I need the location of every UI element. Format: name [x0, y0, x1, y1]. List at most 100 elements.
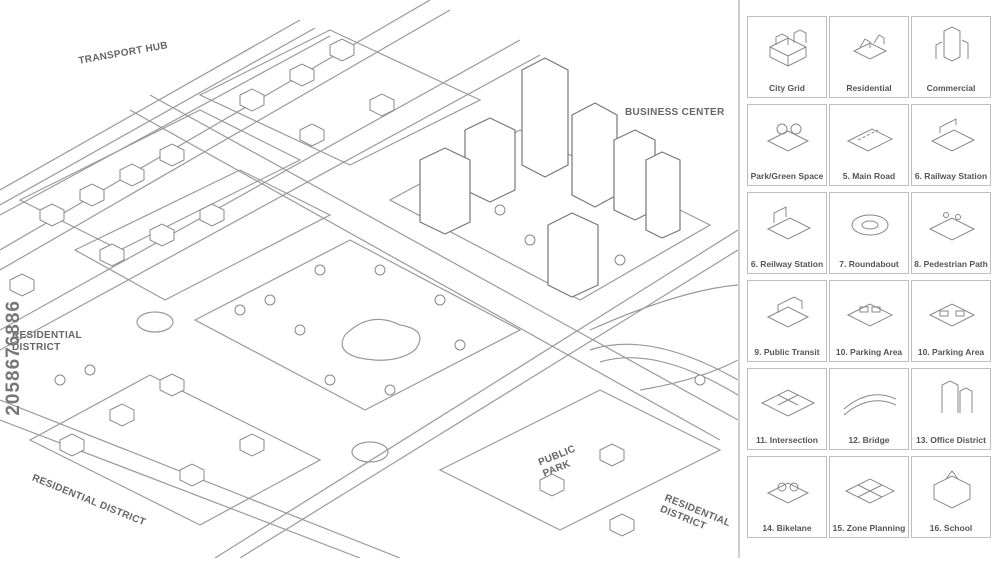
- park-block: [438, 389, 722, 531]
- residential-icon: [852, 34, 888, 60]
- legend-tile: 14. Bikelane: [747, 456, 827, 538]
- parking-area-icon: [846, 303, 894, 327]
- pond: [341, 318, 421, 361]
- legend-tile-caption: 6. Railway Station: [914, 171, 988, 181]
- isometric-city-map: TRANSPORT HUB BUSINESS CENTER RESIDENTIA…: [0, 0, 739, 559]
- legend-tile-caption: Residential: [846, 83, 892, 93]
- legend-tile: 8. Pedestrian Path: [911, 192, 991, 274]
- legend-tile: 12. Bridge: [829, 368, 909, 450]
- tree: [384, 384, 396, 396]
- legend-tile-caption: 10. Parking Area: [835, 347, 903, 357]
- main-road: [129, 94, 739, 441]
- main-road-icon: [846, 128, 894, 152]
- house: [239, 88, 265, 112]
- tree: [314, 264, 326, 276]
- school-icon: [933, 470, 971, 509]
- house: [119, 163, 145, 187]
- legend-tile: 16. School: [911, 456, 991, 538]
- house: [369, 93, 395, 117]
- public-transit-icon: [766, 296, 810, 328]
- house: [179, 463, 205, 487]
- residential-block: [28, 374, 322, 526]
- river: [589, 284, 739, 391]
- legend-tile: City Grid: [747, 16, 827, 98]
- legend-tile-caption: Park/Green Space: [750, 171, 824, 181]
- house: [329, 38, 355, 62]
- city-grid-icon: [768, 29, 808, 67]
- map-drawing: [0, 0, 739, 559]
- legend-tile: 6. Railway Station: [911, 104, 991, 186]
- roundabout-icon: [851, 214, 889, 236]
- house: [159, 373, 185, 397]
- tree: [84, 364, 96, 376]
- house: [539, 473, 565, 497]
- legend-tile-caption: 8. Pedestrian Path: [914, 259, 988, 269]
- residential-block: [18, 109, 302, 251]
- label-line: DISTRICT: [12, 342, 61, 353]
- legend-tile-caption: 11. Intersection: [756, 435, 818, 445]
- legend-tile: 15. Zone Planning: [829, 456, 909, 538]
- legend-tile-caption: Commercial: [926, 83, 976, 93]
- stock-id-watermark: 2058676886: [3, 300, 24, 416]
- label-business-center: BUSINESS CENTER: [625, 107, 725, 118]
- parking-area-2-icon: [928, 303, 976, 327]
- legend-tile: Park/Green Space: [747, 104, 827, 186]
- tree: [694, 374, 706, 386]
- legend-tile-caption: 13. Office District: [916, 435, 986, 445]
- bridge-icon: [843, 394, 897, 416]
- house: [609, 513, 635, 537]
- pedestrian-path-icon: [928, 212, 976, 241]
- office-district-icon: [941, 380, 973, 413]
- residential-block: [73, 169, 332, 301]
- legend-tile: 7. Roundabout: [829, 192, 909, 274]
- legend-tile: Residential: [829, 16, 909, 98]
- tower: [645, 151, 681, 239]
- legend-tile: Commercial: [911, 16, 991, 98]
- tree: [324, 374, 336, 386]
- tree: [54, 374, 66, 386]
- house: [9, 273, 35, 297]
- zone-planning-icon: [844, 478, 896, 504]
- legend-tile: 9. Public Transit: [747, 280, 827, 362]
- main-road: [0, 39, 541, 351]
- legend-tile-caption: 16. School: [929, 523, 973, 533]
- roundabout: [136, 311, 174, 333]
- house: [99, 243, 125, 267]
- label-line: RESIDENTIAL: [12, 330, 82, 341]
- tower: [571, 102, 618, 208]
- legend-tile-caption: 5. Main Road: [842, 171, 896, 181]
- house: [109, 403, 135, 427]
- house: [199, 203, 225, 227]
- house: [289, 63, 315, 87]
- legend-tile-caption: 15. Zone Planning: [832, 523, 906, 533]
- legend-tile-caption: 12. Bridge: [848, 435, 890, 445]
- roundabout: [351, 441, 389, 463]
- legend-tile-caption: 9. Public Transit: [754, 347, 820, 357]
- legend-tile: 13. Office District: [911, 368, 991, 450]
- railway-station-icon: [930, 118, 976, 152]
- house: [39, 203, 65, 227]
- main-road: [0, 0, 451, 271]
- legend-tile: 11. Intersection: [747, 368, 827, 450]
- tower: [521, 57, 569, 178]
- tree: [434, 294, 446, 306]
- legend-tile-caption: 7. Roundabout: [839, 259, 899, 269]
- house: [79, 183, 105, 207]
- railway-track: [0, 19, 331, 216]
- house: [299, 123, 325, 147]
- tree: [524, 234, 536, 246]
- railway-station-2-icon: [766, 206, 812, 240]
- house: [239, 433, 265, 457]
- legend-tile: 10. Parking Area: [911, 280, 991, 362]
- tree: [294, 324, 306, 336]
- tower: [419, 147, 471, 235]
- legend-tile-caption: 6. Reilway Station: [750, 259, 824, 269]
- legend-tile-caption: City Grid: [769, 83, 805, 93]
- tree: [374, 264, 386, 276]
- legend-tile: 10. Parking Area: [829, 280, 909, 362]
- legend-tile-caption: 14. Bikelane: [762, 523, 812, 533]
- park-block: [193, 239, 522, 411]
- tree: [264, 294, 276, 306]
- legend-tile-caption: 10. Parking Area: [917, 347, 985, 357]
